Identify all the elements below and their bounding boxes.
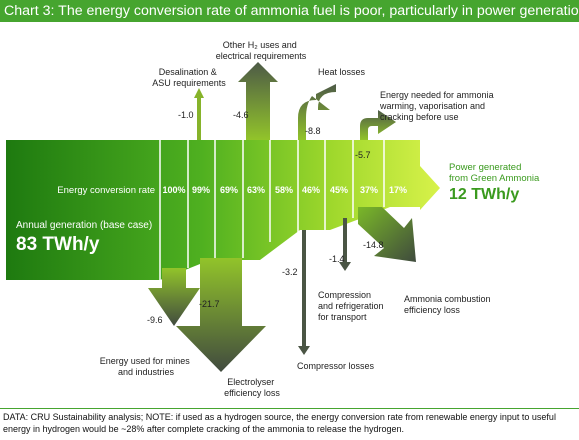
conversion-label: Energy conversion rate [57, 185, 155, 196]
rate-4: 63% [247, 185, 265, 195]
footnote-rule [0, 408, 579, 409]
rate-3: 69% [220, 185, 238, 195]
loss-value-combustion: -14.8 [363, 240, 384, 250]
input-label: Annual generation (base case) [16, 220, 152, 231]
main-flow [6, 140, 440, 280]
loss-arrow-other-h2 [238, 62, 278, 140]
input-value: 83 TWh/y [16, 234, 100, 255]
chart-title: Chart 3: The energy conversion rate of a… [0, 0, 579, 22]
rate-6: 46% [302, 185, 320, 195]
rate-1: 100% [162, 185, 185, 195]
loss-value-electrolyser: -21.7 [199, 299, 220, 309]
rate-9: 17% [389, 185, 407, 195]
loss-label-ammonia-warming: Energy needed for ammonia warming, vapor… [379, 90, 496, 122]
rate-7: 45% [330, 185, 348, 195]
rate-5: 58% [275, 185, 293, 195]
loss-value-heat: -8.8 [305, 126, 321, 136]
loss-value-other-h2: -4.6 [233, 110, 249, 120]
loss-arrow-compressor [298, 230, 310, 355]
loss-label-electrolyser: Electrolyser efficiency loss [224, 377, 280, 398]
loss-value-desalination: -1.0 [178, 110, 194, 120]
loss-arrow-transport [339, 218, 351, 271]
column-dividers [159, 140, 385, 280]
rate-2: 99% [192, 185, 210, 195]
sankey-diagram: Annual generation (base case) 83 TWh/y E… [6, 40, 540, 398]
loss-arrow-heat [298, 84, 336, 140]
loss-label-heat: Heat losses [318, 67, 366, 77]
loss-label-mines: Energy used for mines and industries [100, 356, 193, 377]
loss-arrow-electrolyser [176, 258, 266, 372]
output-value: 12 TWh/y [449, 186, 519, 203]
footnote: DATA: CRU Sustainability analysis; NOTE:… [3, 412, 556, 434]
loss-label-compressor: Compressor losses [297, 361, 375, 371]
loss-arrow-combustion [358, 207, 416, 262]
loss-arrow-mines [148, 268, 200, 326]
loss-value-compressor: -3.2 [282, 267, 298, 277]
loss-label-combustion: Ammonia combustion efficiency loss [404, 294, 493, 315]
loss-value-mines: -9.6 [147, 315, 163, 325]
output-label-line1: Power generated [449, 162, 521, 173]
output-label-line2: from Green Ammonia [449, 173, 540, 184]
loss-label-transport: Compression and refrigeration for transp… [318, 290, 386, 322]
loss-label-other-h2: Other H₂ uses and electrical requirement… [216, 40, 307, 61]
loss-arrow-desalination [194, 88, 204, 140]
rate-8: 37% [360, 185, 378, 195]
loss-label-desalination: Desalination & ASU requirements [152, 67, 226, 88]
loss-value-transport: -1.4 [329, 254, 345, 264]
loss-value-ammonia-warming: -5.7 [355, 150, 371, 160]
loss-arrow-ammonia-warming [360, 110, 396, 140]
